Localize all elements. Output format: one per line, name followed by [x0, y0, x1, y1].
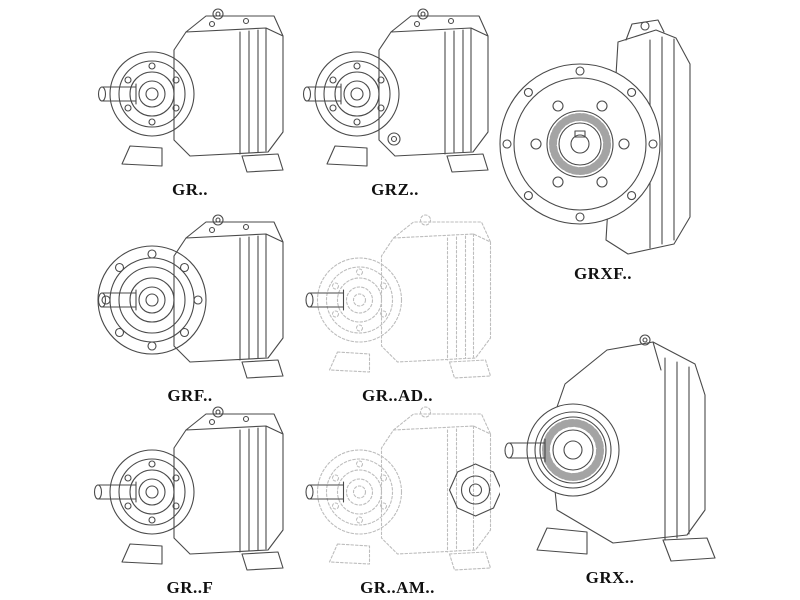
- gearbox-drawing-grf: [97, 214, 284, 379]
- gearbox-drawing-grxf: [499, 19, 691, 255]
- gearbox-drawing-gram: [305, 406, 500, 571]
- gearbox-drawing-grff: [93, 406, 284, 571]
- figure-label-grad: GR..AD..: [361, 386, 434, 405]
- figure-label-grxf: GRXF..: [573, 264, 633, 283]
- figure-grz: GRZ..: [295, 6, 495, 200]
- figure-label-gram: GR..AM..: [360, 578, 435, 597]
- figure-grad: GR..AD..: [295, 212, 500, 406]
- gearbox-drawing-grz: [302, 8, 489, 173]
- figure-grx: GRX..: [495, 300, 725, 588]
- gearbox-drawing-grx: [504, 334, 716, 562]
- gearbox-drawing-grad: [305, 214, 492, 379]
- figure-grf: GRF..: [90, 212, 290, 406]
- figure-label-gr: GR..: [172, 180, 208, 199]
- figure-label-grff: GR..F: [166, 578, 214, 597]
- figure-label-grf: GRF..: [167, 386, 213, 405]
- figure-label-grz: GRZ..: [371, 180, 419, 199]
- figure-grff: GR..F: [90, 404, 290, 598]
- figure-gram: GR..AM..: [295, 404, 500, 598]
- figure-gr: GR..: [90, 6, 290, 200]
- figure-label-grx: GRX..: [585, 568, 635, 587]
- figure-grxf: GRXF..: [498, 12, 708, 284]
- gearbox-drawing-gr: [97, 8, 284, 173]
